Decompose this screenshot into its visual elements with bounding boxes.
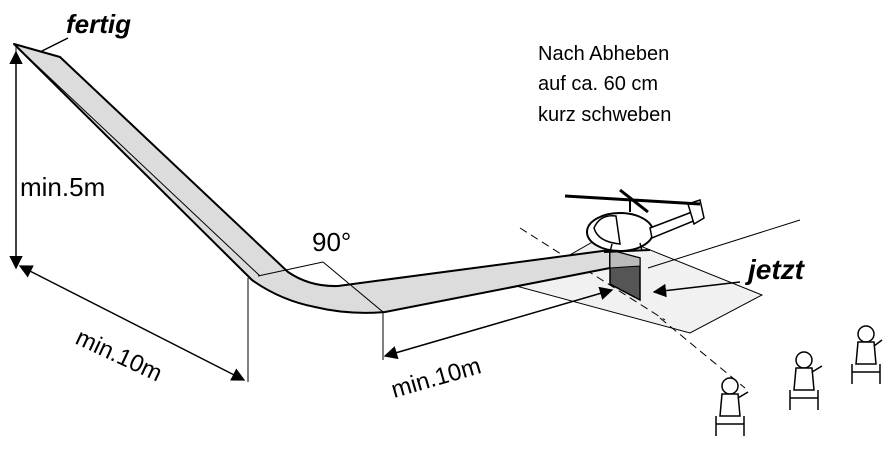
right-distance-dimension: [383, 286, 614, 360]
flight-path: [13, 43, 611, 314]
angle-line: [257, 261, 324, 277]
angle-line: [322, 261, 384, 313]
reference-line: [659, 317, 746, 389]
spectator-icon: [789, 351, 823, 410]
spectator-icon: [715, 377, 749, 436]
left-distance-dimension: [18, 265, 246, 381]
finish-label: fertig: [66, 9, 131, 39]
now-label: jetzt: [744, 254, 806, 285]
finish-pointer: [39, 37, 69, 53]
note-line-2: auf ca. 60 cm: [538, 73, 658, 95]
angle-label: 90°: [312, 227, 351, 257]
right-distance-label: min.10m: [388, 352, 484, 403]
helicopter-icon: [564, 188, 705, 253]
note-line-1: Nach Abheben: [538, 43, 669, 65]
spectator-icon: [851, 325, 883, 384]
path-centre-line: [15, 45, 261, 277]
height-label: min.5m: [20, 172, 105, 202]
note-line-3: kurz schweben: [538, 104, 671, 126]
takeoff-wall-top: [609, 249, 641, 269]
reference-line: [647, 219, 801, 269]
reference-line: [519, 227, 666, 321]
now-arrow: [652, 281, 741, 298]
